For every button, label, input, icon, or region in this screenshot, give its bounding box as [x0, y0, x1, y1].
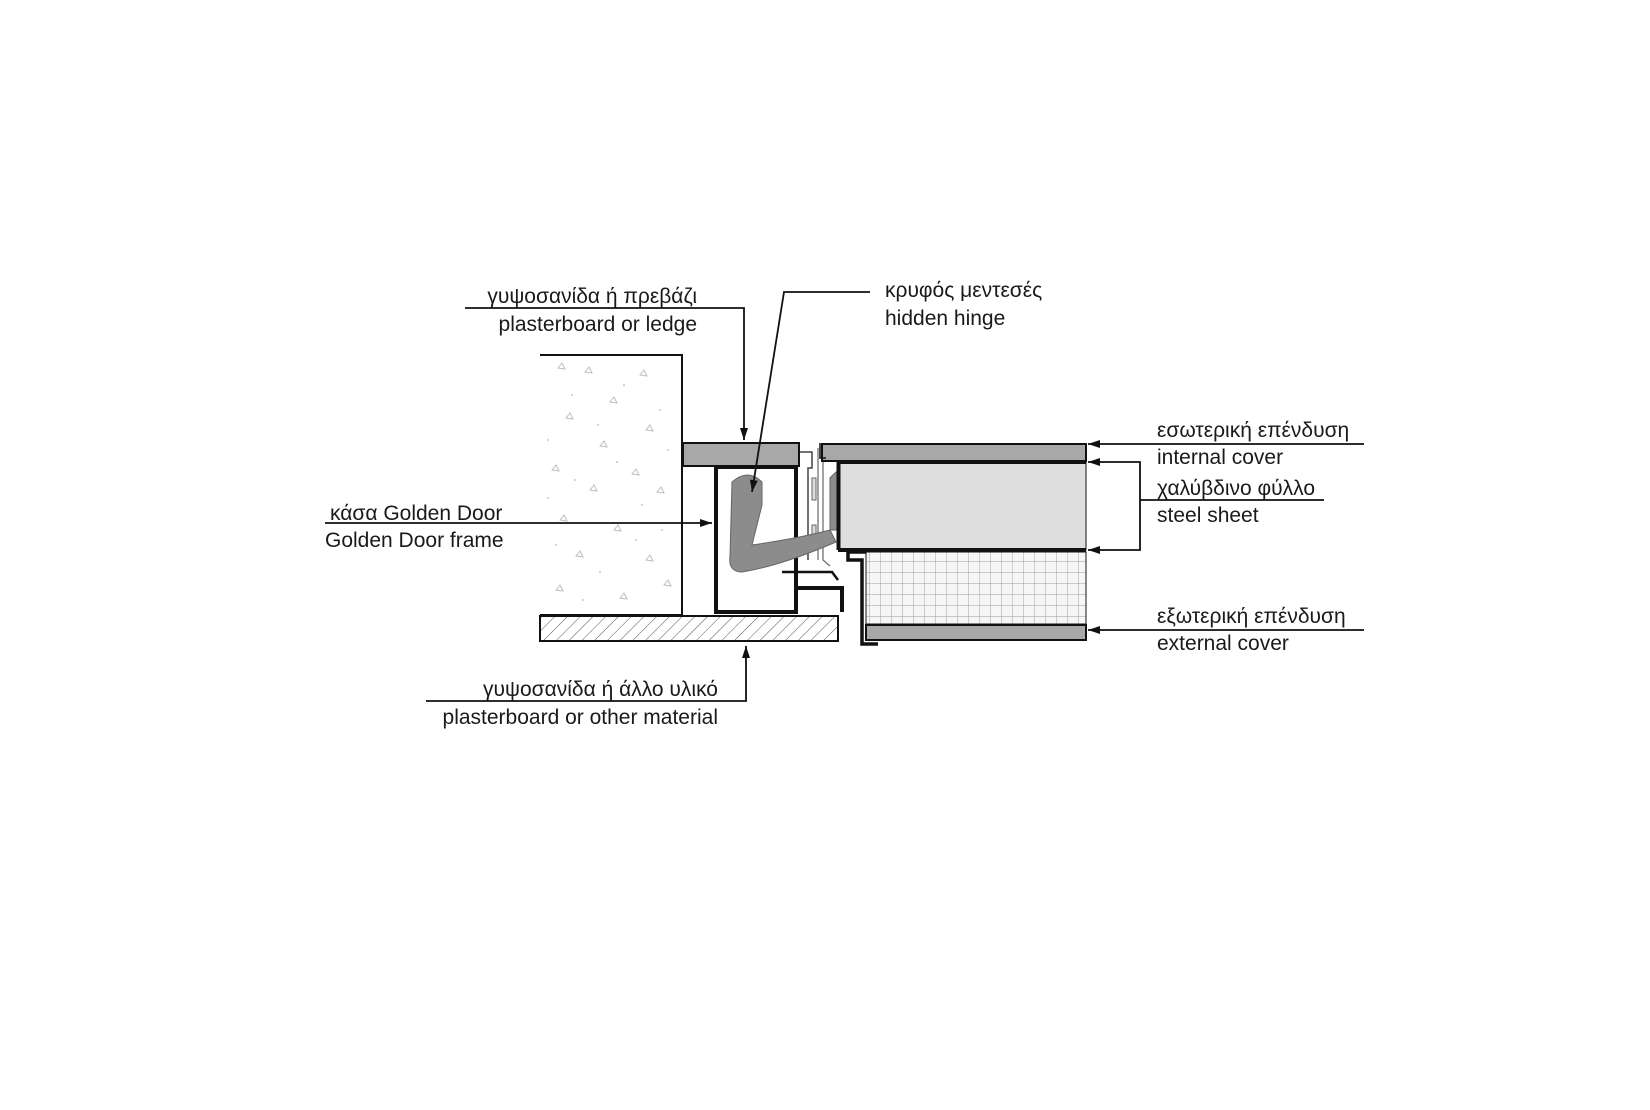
label-plasterboard-ledge-en: plasterboard or ledge: [498, 313, 697, 336]
bottom-plasterboard: [539, 615, 839, 642]
top-ledge: [682, 442, 800, 467]
leader-steel-sheet-top: [1088, 458, 1324, 501]
leader-plasterboard-other: [426, 646, 750, 702]
label-plasterboard-other-en: plasterboard or other material: [442, 706, 718, 729]
label-steel-sheet-gr: χαλύβδινο φύλλο: [1157, 477, 1315, 500]
label-steel-sheet-en: steel sheet: [1157, 504, 1259, 527]
steel-sheet: [839, 461, 1087, 551]
leader-plasterboard-ledge: [465, 307, 748, 440]
external-cover: [865, 624, 1087, 641]
label-internal-cover-gr: εσωτερική επένδυση: [1157, 419, 1350, 442]
label-frame-gr: κάσα Golden Door: [330, 502, 503, 525]
label-hidden-hinge-gr: κρυφός μεντεσές: [885, 279, 1043, 302]
leader-hidden-hinge: [749, 291, 870, 493]
label-external-cover-gr: εξωτερική επένδυση: [1157, 605, 1346, 628]
door-leaf: [819, 443, 1087, 646]
insulation-grid: [865, 551, 1087, 625]
concrete-wall: [540, 354, 683, 616]
label-external-cover-en: external cover: [1157, 632, 1289, 655]
label-plasterboard-other-gr: γυψοσανίδα ή άλλο υλικό: [483, 678, 718, 701]
label-internal-cover-en: internal cover: [1157, 446, 1284, 469]
leader-lines: [325, 291, 1364, 702]
label-plasterboard-ledge-gr: γυψοσανίδα ή πρεβάζι: [487, 285, 697, 308]
label-frame-en: Golden Door frame: [325, 529, 504, 552]
label-hidden-hinge-en: hidden hinge: [885, 307, 1006, 330]
leader-steel-sheet-bottom: [1088, 500, 1141, 554]
internal-cover: [821, 443, 1087, 462]
